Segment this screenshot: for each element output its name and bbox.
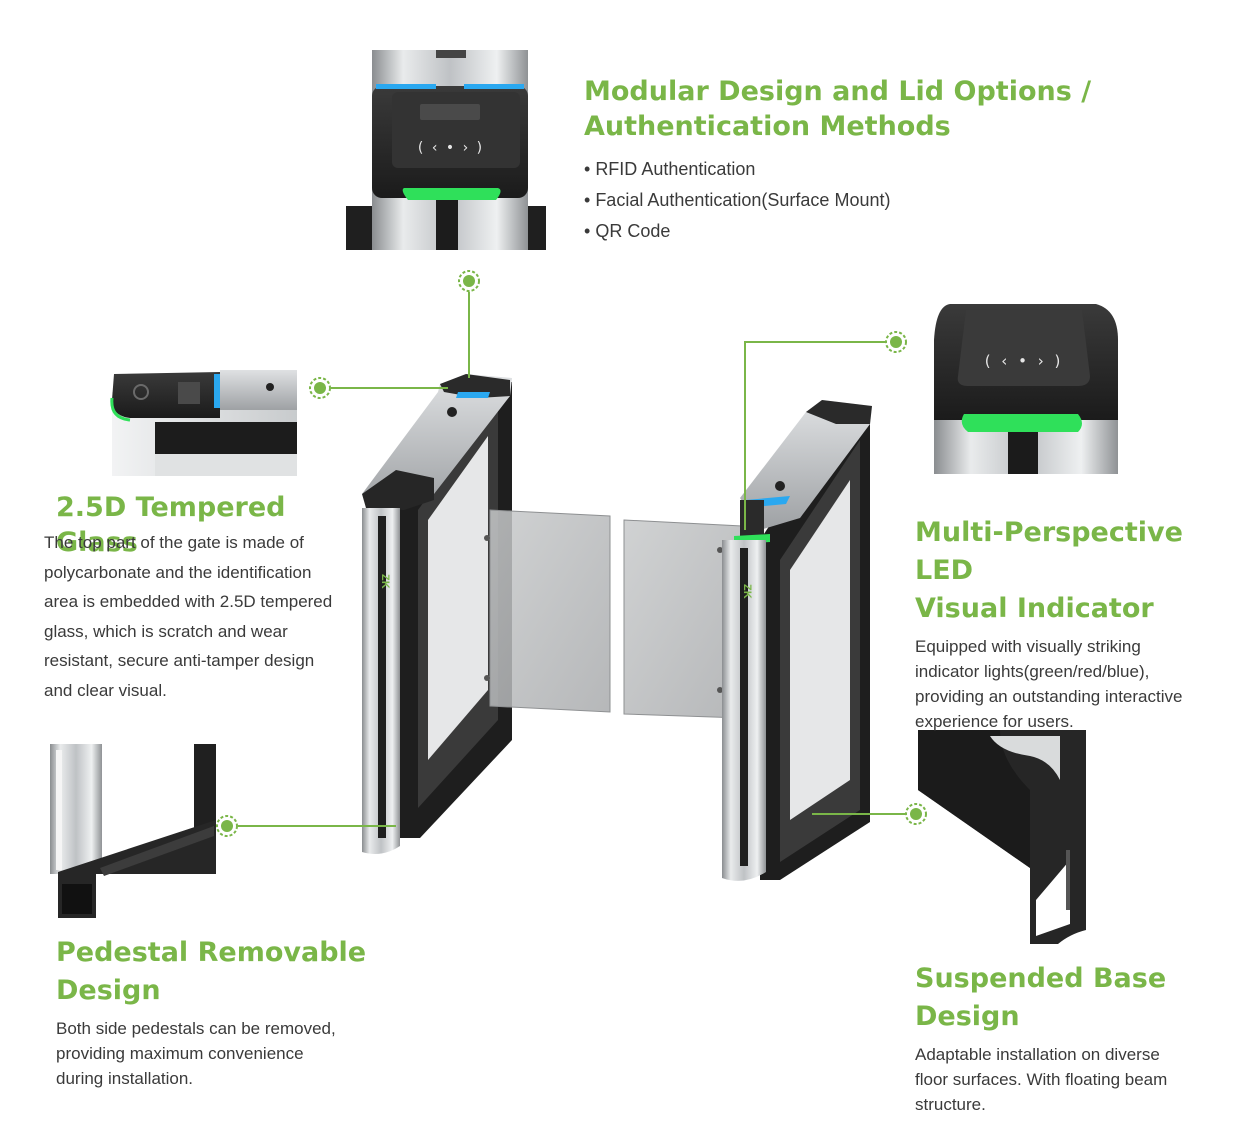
- led-section: Multi-Perspective LED Visual Indicator E…: [915, 514, 1235, 734]
- base-description: Adaptable installation on diverse floor …: [915, 1045, 1168, 1114]
- pedestal-title: Pedestal Removable Design: [56, 937, 367, 1006]
- callout-dot-icon: [458, 270, 480, 292]
- pedestal-section: Pedestal Removable Design Both side pede…: [56, 934, 396, 1091]
- callout-dot-icon: [885, 331, 907, 353]
- right-cabinet: ZK: [722, 400, 872, 881]
- zk-logo-icon: ZK: [741, 584, 753, 599]
- glass-title: 2.5D Tempered Glass: [56, 492, 286, 559]
- base-title: Suspended Base Design: [915, 963, 1167, 1032]
- modular-title: Modular Design and Lid Options / Authent…: [584, 76, 1092, 143]
- pedestal-description: Both side pedestals can be removed, prov…: [56, 1019, 336, 1088]
- lid-detail-image: [346, 50, 546, 250]
- list-item: RFID Authentication: [584, 154, 1104, 185]
- pedestal-detail-image: [50, 744, 216, 918]
- rfid-reader-icon: ( ‹ • › ): [984, 352, 1064, 370]
- callout-dots: [216, 270, 927, 837]
- rfid-reader-icon: ( ‹ • › ): [417, 140, 485, 156]
- list-item: QR Code: [584, 216, 1104, 247]
- led-description: Equipped with visually striking indicato…: [915, 637, 1183, 731]
- callout-dot-icon: [309, 377, 331, 399]
- callout-dot-icon: [216, 815, 238, 837]
- list-item: Facial Authentication(Surface Mount): [584, 185, 1104, 216]
- led-detail-image: [934, 304, 1118, 474]
- led-title: Multi-Perspective LED Visual Indicator: [915, 517, 1183, 624]
- callout-lines: [238, 292, 906, 827]
- auth-methods-list: RFID Authentication Facial Authenticatio…: [584, 154, 1104, 247]
- callout-dot-icon: [905, 803, 927, 825]
- left-cabinet: ZK: [362, 374, 512, 854]
- base-detail-image: [918, 730, 1086, 944]
- left-glass-flap: [484, 509, 611, 713]
- zk-logo-icon: ZK: [379, 574, 391, 589]
- modular-section: Modular Design and Lid Options / Authent…: [584, 74, 1104, 247]
- glass-description: The top part of the gate is made of poly…: [44, 533, 333, 700]
- base-section: Suspended Base Design Adaptable installa…: [915, 960, 1235, 1117]
- glass-detail-image: [110, 370, 297, 476]
